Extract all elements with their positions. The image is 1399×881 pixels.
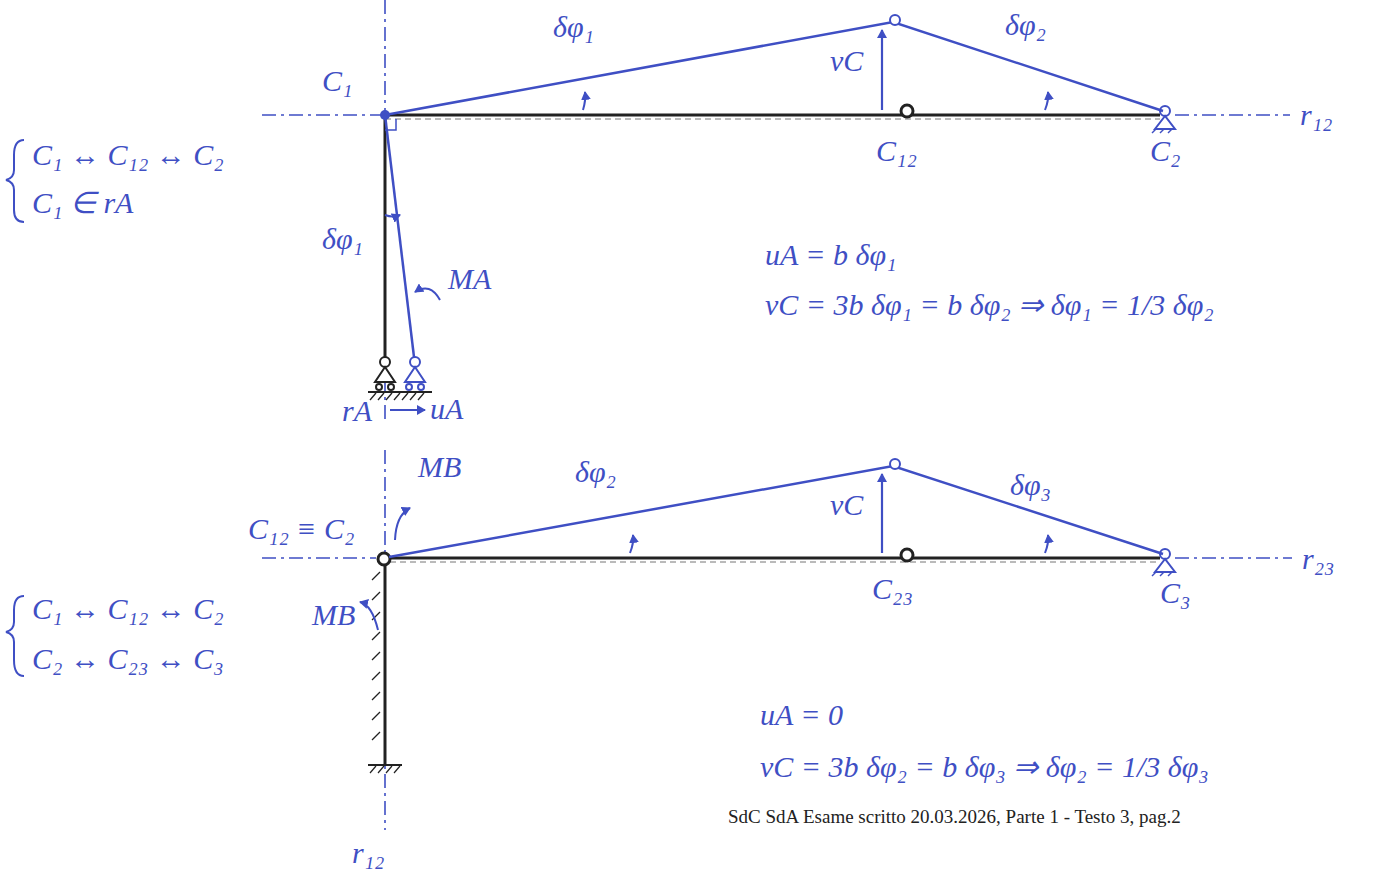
rotation-label: δφ₂ [575, 455, 616, 490]
centre-label: C₂₃ [872, 572, 913, 607]
constraint-note: C₁ ↔ C₁₂ ↔ C₂ [32, 592, 224, 627]
moment-label: MB [418, 450, 461, 485]
constraint-note: C₂ ↔ C₂₃ ↔ C₃ [32, 642, 224, 677]
equation: uA = 0 [760, 698, 843, 733]
equation: vC = 3b δφ₁ = b δφ₂ ⇒ δφ₁ = 1/3 δφ₂ [765, 288, 1214, 323]
centre-label: C₂ [1150, 134, 1180, 169]
constraint-note: C₁ ∈ rA [32, 186, 133, 221]
displacement-label: vC [830, 488, 863, 523]
rotation-label: δφ₃ [1010, 468, 1051, 503]
constraint-note: C₁ ↔ C₁₂ ↔ C₂ [32, 138, 224, 173]
displacement-label: vC [830, 44, 863, 79]
joint-label: C₁ [322, 64, 352, 99]
moment-label: MA [448, 262, 491, 297]
centre-label: C₁₂ [876, 134, 917, 169]
page-footer: SdC SdA Esame scritto 20.03.2026, Parte … [728, 806, 1181, 828]
equation: uA = b δφ₁ [765, 238, 897, 273]
line-label: r₁₂ [1300, 98, 1333, 133]
displacement-label: uA [430, 392, 463, 427]
line-label: r₂₃ [1302, 542, 1335, 577]
equation: vC = 3b δφ₂ = b δφ₃ ⇒ δφ₂ = 1/3 δφ₃ [760, 750, 1209, 785]
centre-label: C₁₂ ≡ C₂ [248, 512, 355, 547]
moment-label: MB [312, 598, 355, 633]
centre-label: C₃ [1160, 576, 1190, 611]
rotation-label: δφ₁ [553, 10, 594, 45]
line-label: r₁₂ [352, 836, 385, 871]
line-label: rA [342, 394, 372, 429]
rotation-label: δφ₁ [322, 222, 363, 257]
rotation-label: δφ₂ [1005, 8, 1046, 43]
